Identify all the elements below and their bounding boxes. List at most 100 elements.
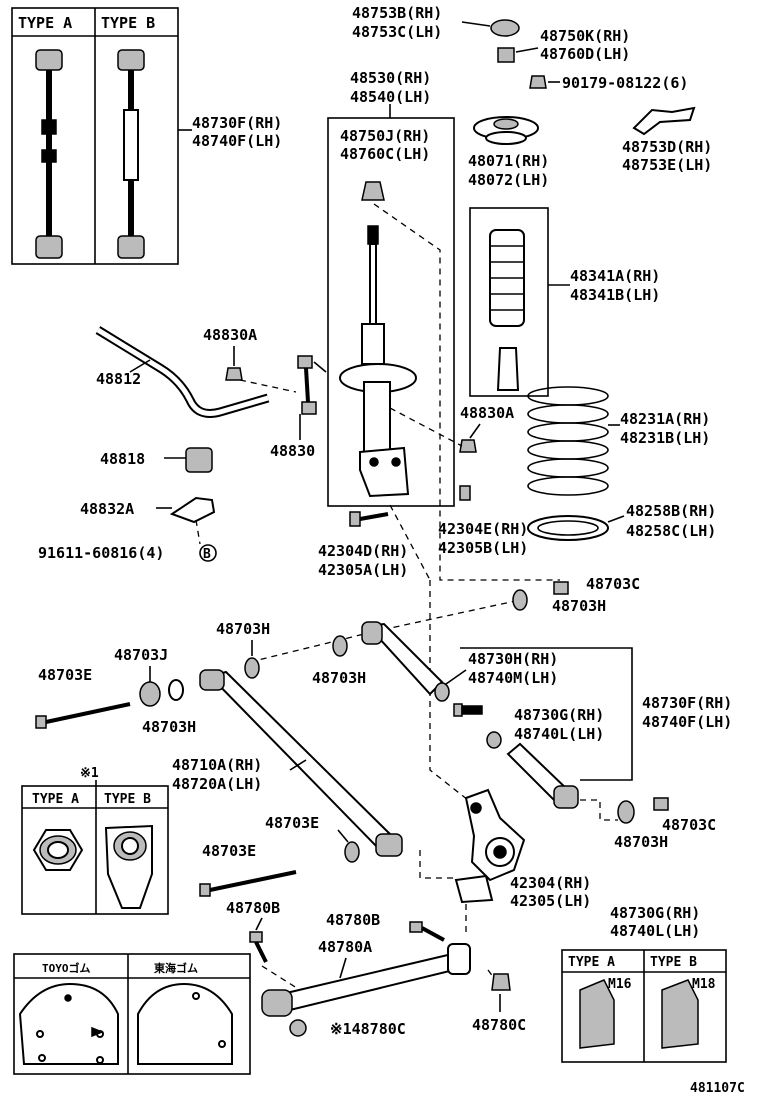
- rod-bushing-icon: [35, 49, 63, 71]
- boot-box: [469, 207, 549, 397]
- upper-support-icon: [473, 116, 539, 145]
- arrow-icon: [91, 1026, 105, 1038]
- label-48830a-1: 48830A: [203, 326, 257, 344]
- label-48258c: 48258C(LH): [626, 522, 716, 540]
- label-42304e: 42304E(RH): [438, 520, 528, 538]
- nut-icon: [661, 979, 699, 1049]
- label-48530: 48530(RH): [350, 69, 431, 87]
- label-48703e-2: 48703E: [265, 814, 319, 832]
- type-b-label: TYPE B: [104, 792, 151, 807]
- label-48730g-1: 48730G(RH): [514, 706, 604, 724]
- lower-control-arm-icon: [506, 742, 579, 809]
- label-48258b: 48258B(RH): [626, 502, 716, 520]
- label-48812: 48812: [96, 370, 141, 388]
- stabilizer-bushing-icon: [185, 447, 213, 473]
- label-48760c: 48760C(LH): [340, 145, 430, 163]
- bumper-cap-icon: [490, 19, 520, 37]
- bushing-bracket-icon: [169, 496, 216, 524]
- label-48540: 48540(LH): [350, 88, 431, 106]
- label-48072: 48072(LH): [468, 171, 549, 189]
- label-48780c-2: 48780C: [472, 1016, 526, 1034]
- bump-stopper-icon: [496, 347, 520, 391]
- washer-icon: [486, 731, 502, 749]
- label-42305: 42305(LH): [510, 892, 591, 910]
- marker-note: ※1: [80, 766, 99, 781]
- label-48760d: 48760D(LH): [540, 45, 630, 63]
- upper-control-arm-icon: [361, 621, 444, 696]
- label-48740f-mid: 48740F(LH): [642, 713, 732, 731]
- label-42305b: 42305B(LH): [438, 539, 528, 557]
- washer-icon: [168, 679, 184, 701]
- cam-washer-icon: [139, 681, 161, 707]
- nut-icon: [491, 973, 511, 991]
- type-a-label: TYPE A: [18, 14, 72, 32]
- washer-icon: [344, 841, 360, 863]
- type-a-label: TYPE A: [568, 955, 615, 970]
- label-48730g-2: 48730G(RH): [610, 904, 700, 922]
- washer-icon: [617, 800, 635, 824]
- label-90179: 90179-08122(6): [562, 74, 688, 92]
- label-48730f-mid: 48730F(RH): [642, 694, 732, 712]
- lateral-link-icon: [261, 943, 471, 1017]
- label-48703e-1: 48703E: [38, 666, 92, 684]
- label-42304: 42304(RH): [510, 874, 591, 892]
- label-48703c-1: 48703C: [586, 575, 640, 593]
- label-48231a: 48231A(RH): [620, 410, 710, 428]
- label-48753c: 48753C(LH): [352, 23, 442, 41]
- type-a-label: TYPE A: [32, 792, 79, 807]
- size-m16-label: M16: [608, 977, 632, 992]
- label-48780c-1: ※148780C: [330, 1020, 406, 1038]
- label-48703h-2: 48703H: [216, 620, 270, 638]
- label-48703j: 48703J: [114, 646, 168, 664]
- long-bolt-icon: [199, 870, 297, 897]
- size-m18-label: M18: [692, 977, 716, 992]
- steering-knuckle-icon: [454, 788, 526, 904]
- label-48780a: 48780A: [318, 938, 372, 956]
- stabilizer-link-icon: [297, 355, 327, 415]
- shock-absorber-icon: [339, 225, 417, 498]
- bushing-face-icon: [18, 982, 119, 1065]
- label-48703c-2: 48703C: [662, 816, 716, 834]
- label-48740f-top: 48740F(LH): [192, 132, 282, 150]
- label-91611: 91611-60816(4): [38, 544, 164, 562]
- label-48740l-2: 48740L(LH): [610, 922, 700, 940]
- label-48703e-3: 48703E: [202, 842, 256, 860]
- bushing-right-label: 東海ゴム: [154, 961, 198, 975]
- strut-cushion-icon: [361, 181, 385, 201]
- label-48818: 48818: [100, 450, 145, 468]
- label-42305a: 42305A(LH): [318, 561, 408, 579]
- type-b-label: TYPE B: [101, 14, 155, 32]
- long-bolt-icon: [35, 702, 131, 729]
- diagram-id: 481107C: [690, 1081, 745, 1096]
- label-48753b: 48753B(RH): [352, 4, 442, 22]
- label-48780b-1: 48780B: [226, 899, 280, 917]
- washer-icon: [434, 682, 450, 702]
- label-48753e: 48753E(LH): [622, 156, 712, 174]
- label-48703h-5: 48703H: [614, 833, 668, 851]
- rod-bushing-icon: [35, 235, 63, 259]
- type-box-rod: TYPE A TYPE B: [11, 7, 179, 265]
- label-48730f-top: 48730F(RH): [192, 114, 282, 132]
- bushing-type-box: TOYOゴム 東海ゴム: [13, 953, 251, 1075]
- rod-bushing-icon: [117, 235, 145, 259]
- label-48703h-1: 48703H: [552, 597, 606, 615]
- label-48753d: 48753D(RH): [622, 138, 712, 156]
- nut-icon: [579, 979, 615, 1049]
- type-box-nut: TYPE A TYPE B: [21, 785, 169, 915]
- rod-bushing-icon: [117, 49, 145, 71]
- type-b-label: TYPE B: [650, 955, 697, 970]
- bushing-left-label: TOYOゴム: [42, 961, 91, 975]
- label-48720a: 48720A(LH): [172, 775, 262, 793]
- cushion-icon: [497, 47, 515, 63]
- label-48710a: 48710A(RH): [172, 756, 262, 774]
- label-48730h: 48730H(RH): [468, 650, 558, 668]
- label-48231b: 48231B(LH): [620, 429, 710, 447]
- dust-boot-icon: [489, 229, 525, 327]
- washer-icon: [244, 657, 260, 679]
- bushing-face-icon: [137, 982, 233, 1065]
- nut-icon: [459, 485, 471, 501]
- label-48832a: 48832A: [80, 500, 134, 518]
- nut-icon: [653, 797, 669, 811]
- bracket-icon: [632, 106, 696, 136]
